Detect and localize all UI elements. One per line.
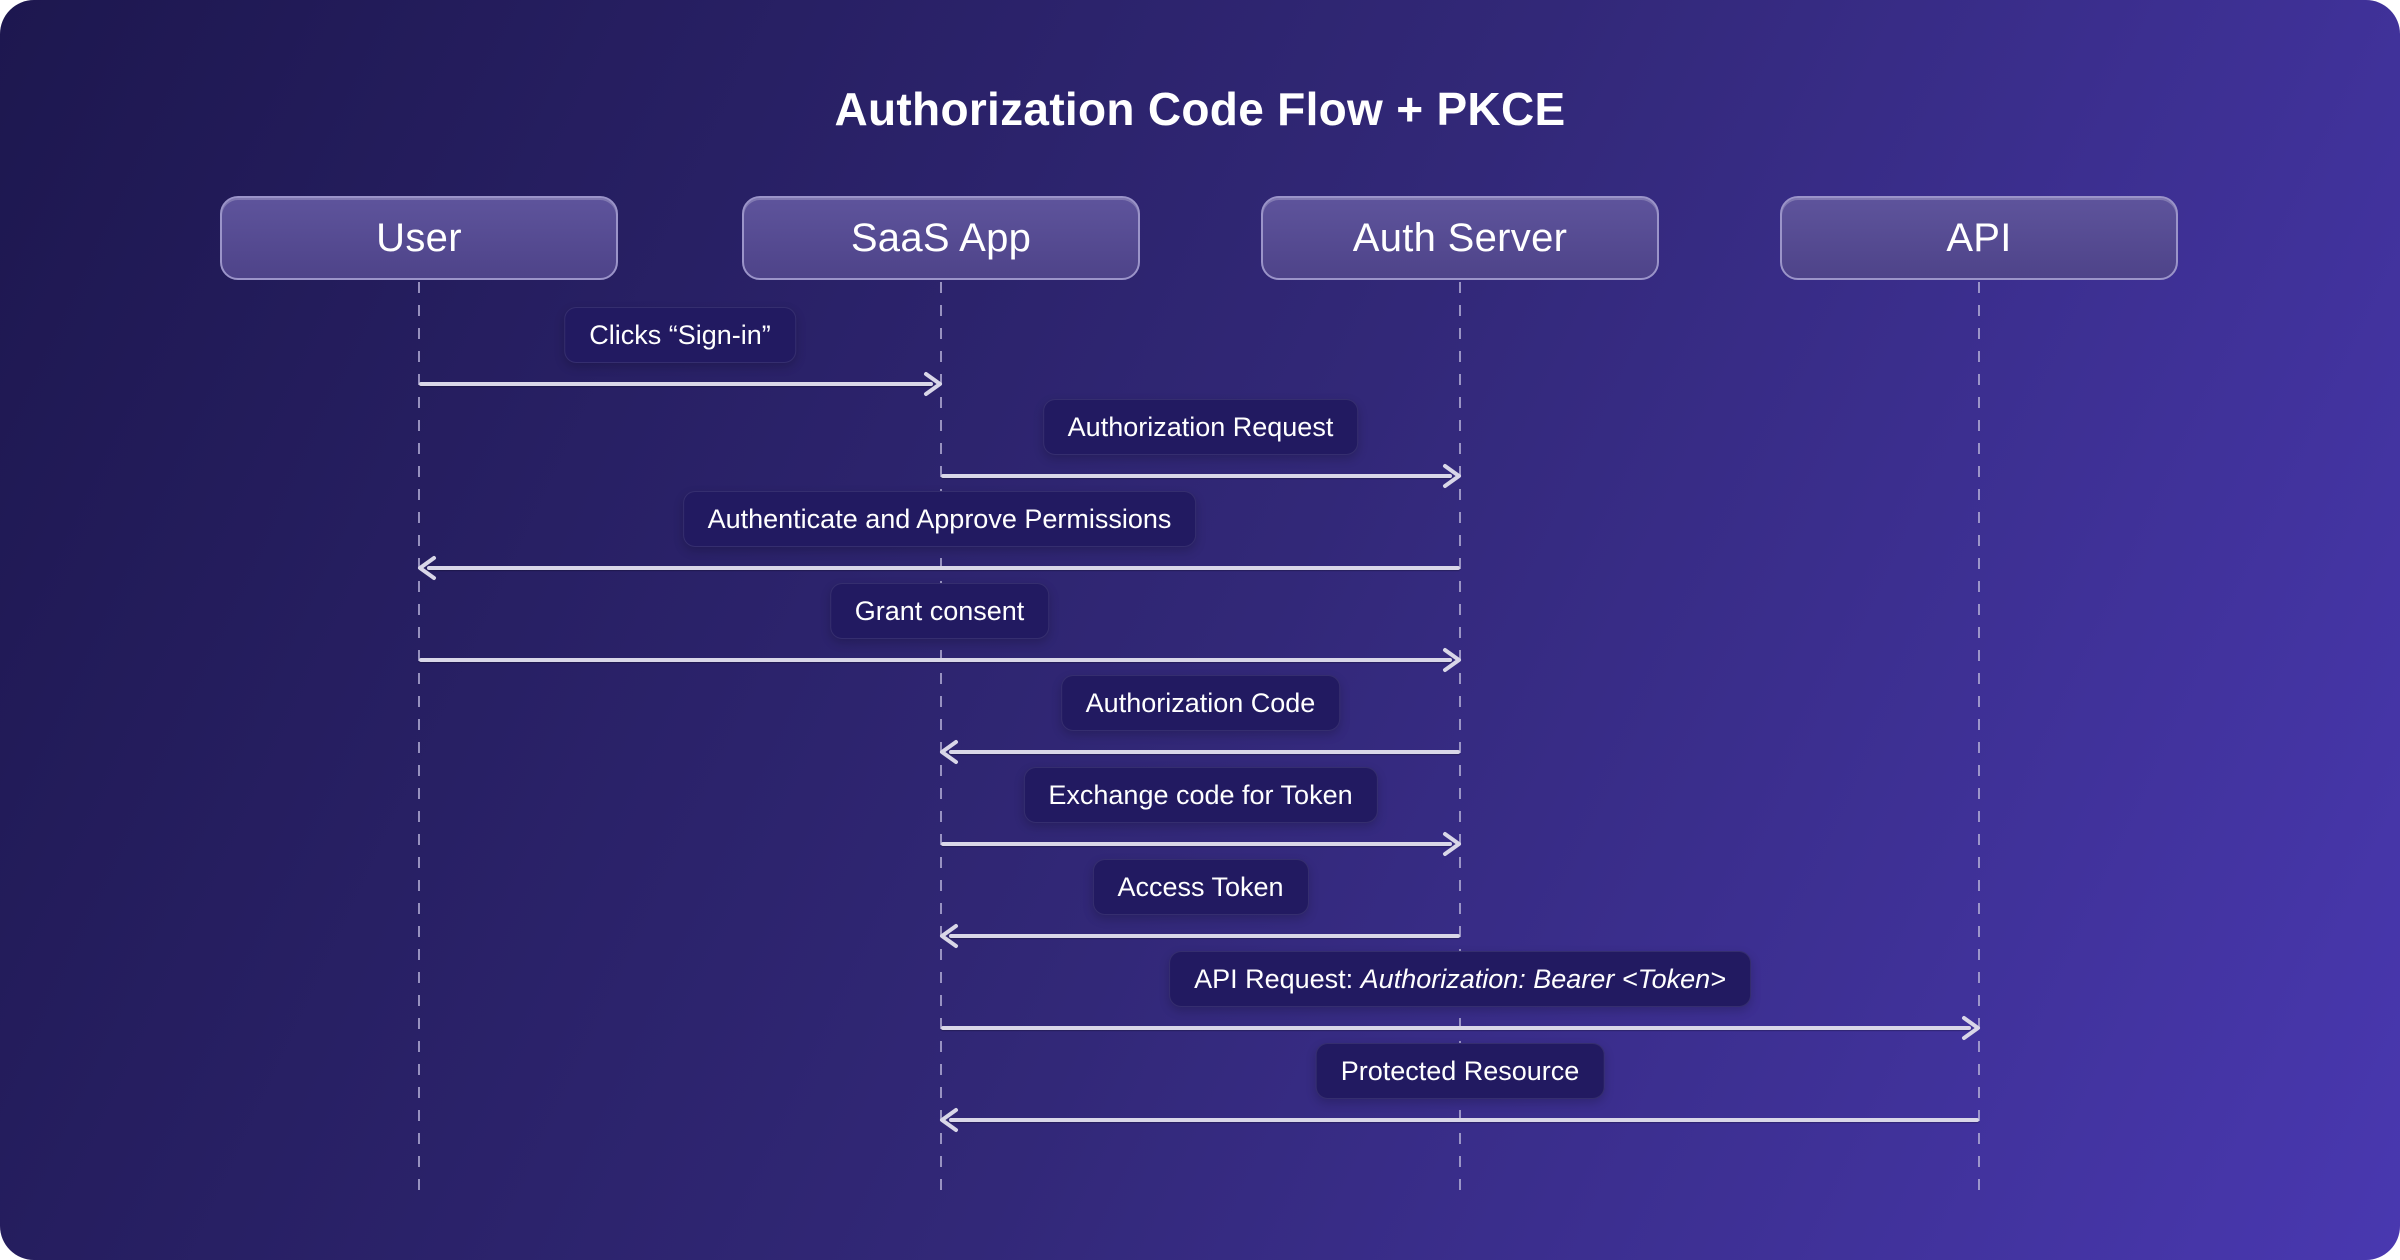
message-label-text: Authorization Request (1067, 412, 1334, 442)
actor-box: API (1780, 196, 2178, 280)
message-arrow-line (949, 934, 1460, 938)
arrowhead-icon (1443, 464, 1461, 488)
lifeline (1978, 282, 1980, 1200)
message-arrow-line (419, 658, 1452, 662)
message-label: Exchange code for Token (1023, 767, 1378, 823)
message-arrow-line (941, 842, 1452, 846)
message-label-text: Exchange code for Token (1048, 780, 1353, 810)
arrowhead-icon (1962, 1016, 1980, 1040)
message-label-text: Authorization: Bearer <Token> (1360, 964, 1726, 994)
actor-label: SaaS App (850, 215, 1032, 260)
message-arrow-line (949, 750, 1460, 754)
actor-box: SaaS App (742, 196, 1140, 280)
actor-box: Auth Server (1261, 196, 1659, 280)
lifeline (1459, 282, 1461, 1200)
message-label-text: Authorization Code (1085, 688, 1316, 718)
message-arrow-line (427, 566, 1460, 570)
actor-box: User (220, 196, 618, 280)
message-label-text: Clicks “Sign-in” (589, 320, 771, 350)
lifeline (940, 282, 942, 1200)
actor-label: Auth Server (1352, 215, 1568, 260)
arrowhead-icon (924, 372, 942, 396)
lifeline (418, 282, 420, 1200)
message-label: Clicks “Sign-in” (564, 307, 796, 363)
diagram-title: Authorization Code Flow + PKCE (834, 83, 1566, 135)
message-label: Access Token (1092, 859, 1309, 915)
actor-label: API (1946, 215, 2012, 260)
message-arrow-line (941, 474, 1452, 478)
message-label-text: Access Token (1117, 872, 1284, 902)
actor-label: User (376, 215, 462, 260)
message-label: Authorization Code (1060, 675, 1341, 731)
message-arrow-line (419, 382, 933, 386)
message-arrow-line (949, 1118, 1979, 1122)
arrowhead-icon (1443, 648, 1461, 672)
message-arrow-line (941, 1026, 1971, 1030)
message-label: Authorization Request (1042, 399, 1359, 455)
arrowhead-icon (1443, 832, 1461, 856)
message-label-text: API Request: (1194, 964, 1361, 994)
